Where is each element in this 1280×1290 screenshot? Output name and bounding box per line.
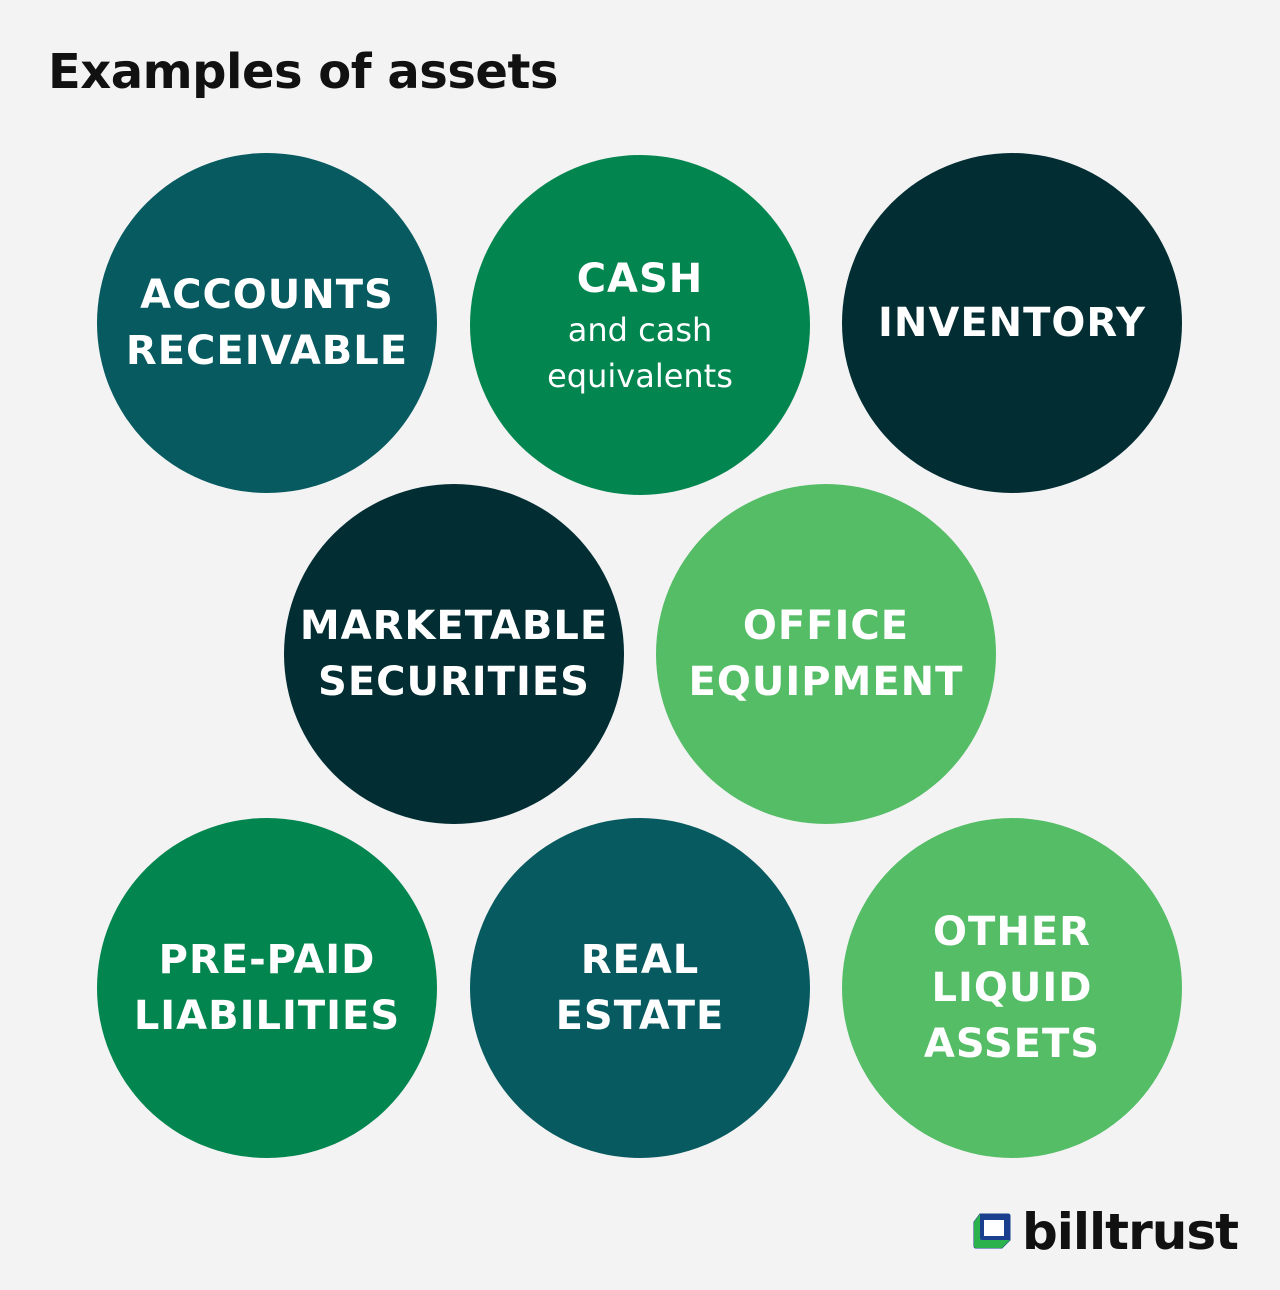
asset-sublabel: equivalents — [547, 357, 733, 395]
asset-circle-office-equipment: OFFICE EQUIPMENT — [656, 484, 996, 824]
asset-label: RECEIVABLE — [125, 328, 409, 374]
asset-label: ASSETS — [923, 1021, 1101, 1067]
asset-circle-pre-paid-liabilities: PRE-PAID LIABILITIES — [97, 818, 437, 1158]
asset-circle-inventory: INVENTORY — [842, 153, 1182, 493]
asset-label: ESTATE — [555, 993, 725, 1039]
asset-circle-marketable-securities: MARKETABLE SECURITIES — [284, 484, 624, 824]
asset-label: REAL — [580, 937, 700, 983]
billtrust-logo: billtrust — [970, 1202, 1239, 1262]
asset-label: ACCOUNTS — [140, 272, 394, 318]
asset-circle-accounts-receivable: ACCOUNTS RECEIVABLE — [97, 153, 437, 493]
asset-circle-real-estate: REAL ESTATE — [470, 818, 810, 1158]
asset-label: CASH — [576, 256, 704, 302]
asset-label: OFFICE — [742, 603, 910, 649]
asset-label: MARKETABLE — [299, 603, 609, 649]
asset-label: LIQUID — [931, 965, 1093, 1011]
asset-circle-cash: CASH and cash equivalents — [470, 155, 810, 495]
asset-label: INVENTORY — [878, 300, 1146, 346]
page-title: Examples of assets — [48, 44, 558, 100]
billtrust-logo-icon — [973, 1213, 1011, 1249]
billtrust-wordmark: billtrust — [1021, 1203, 1239, 1261]
asset-label: LIABILITIES — [133, 993, 401, 1039]
asset-label: EQUIPMENT — [688, 659, 964, 705]
asset-circle-other-liquid-assets: OTHER LIQUID ASSETS — [842, 818, 1182, 1158]
asset-label: SECURITIES — [318, 659, 590, 705]
asset-label: OTHER — [933, 909, 1091, 955]
asset-sublabel: and cash — [567, 311, 713, 349]
asset-label: PRE-PAID — [158, 937, 376, 983]
